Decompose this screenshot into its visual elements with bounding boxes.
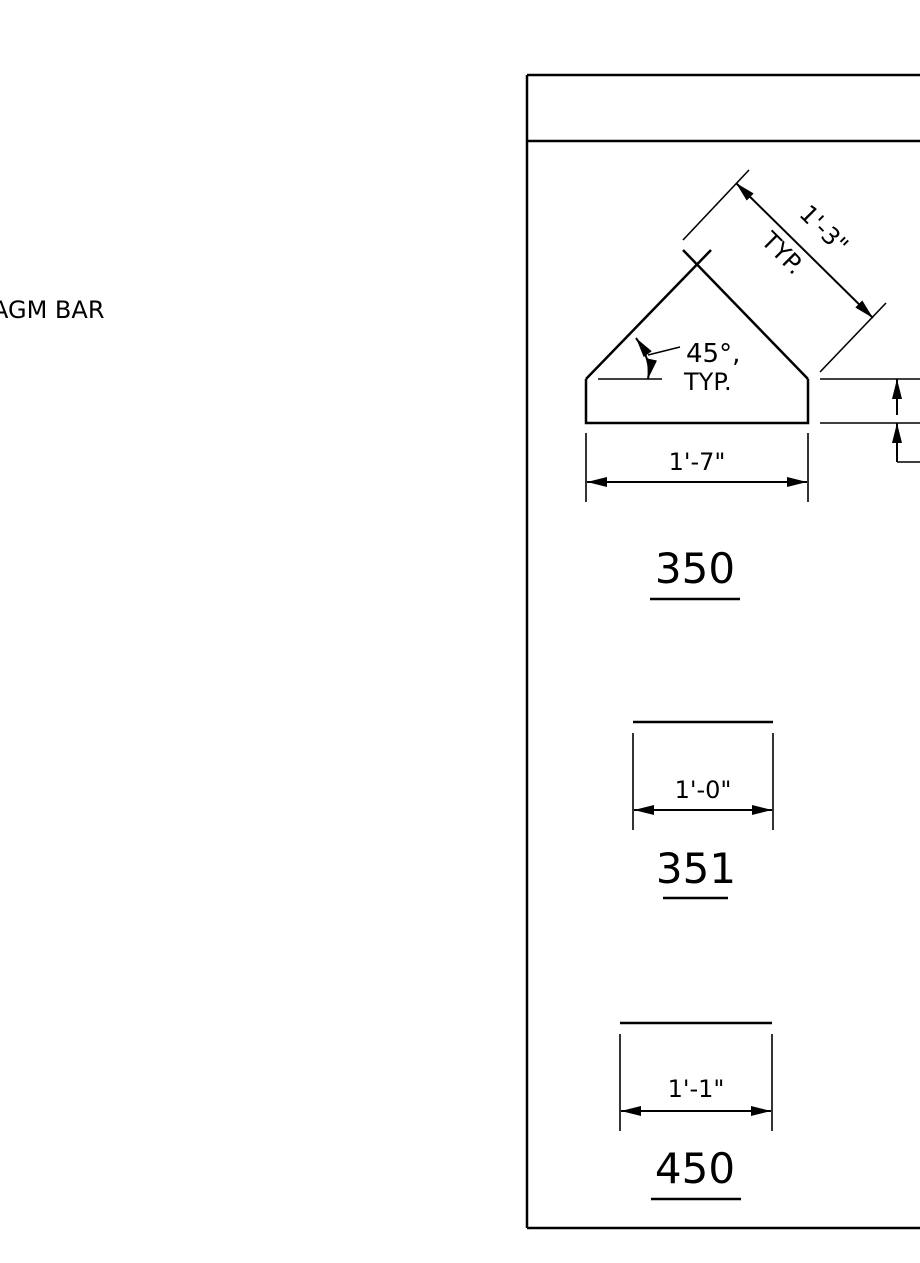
bar-350-shape — [584, 249, 810, 425]
bar-351-width-dimension — [632, 733, 774, 830]
bar-350-slope-label: 1'-3" — [794, 199, 854, 259]
bar-350-angle-label: 45°, — [686, 339, 740, 369]
side-note-text: AGM BAR — [0, 296, 105, 324]
bar-450-width-label: 1'-1" — [668, 1075, 725, 1103]
bar-350-base-label: 1'-7" — [669, 448, 726, 476]
bar-351-mark: 351 — [656, 844, 736, 893]
bar-350-angle-note: TYP. — [683, 368, 732, 396]
schedule-table-frame — [525, 73, 920, 1230]
bar-350-slope-note: TYP. — [755, 226, 809, 280]
bar-350-height-dimension — [820, 378, 920, 463]
bar-350-base-dimension — [585, 433, 809, 502]
bar-350-mark: 350 — [655, 544, 735, 593]
bar-351-width-label: 1'-0" — [675, 776, 732, 804]
bar-350-angle-dimension — [598, 337, 681, 380]
bar-450-width-dimension — [619, 1034, 773, 1131]
bar-350-slope-dimension — [682, 169, 887, 373]
bar-450-mark: 450 — [655, 1144, 735, 1193]
